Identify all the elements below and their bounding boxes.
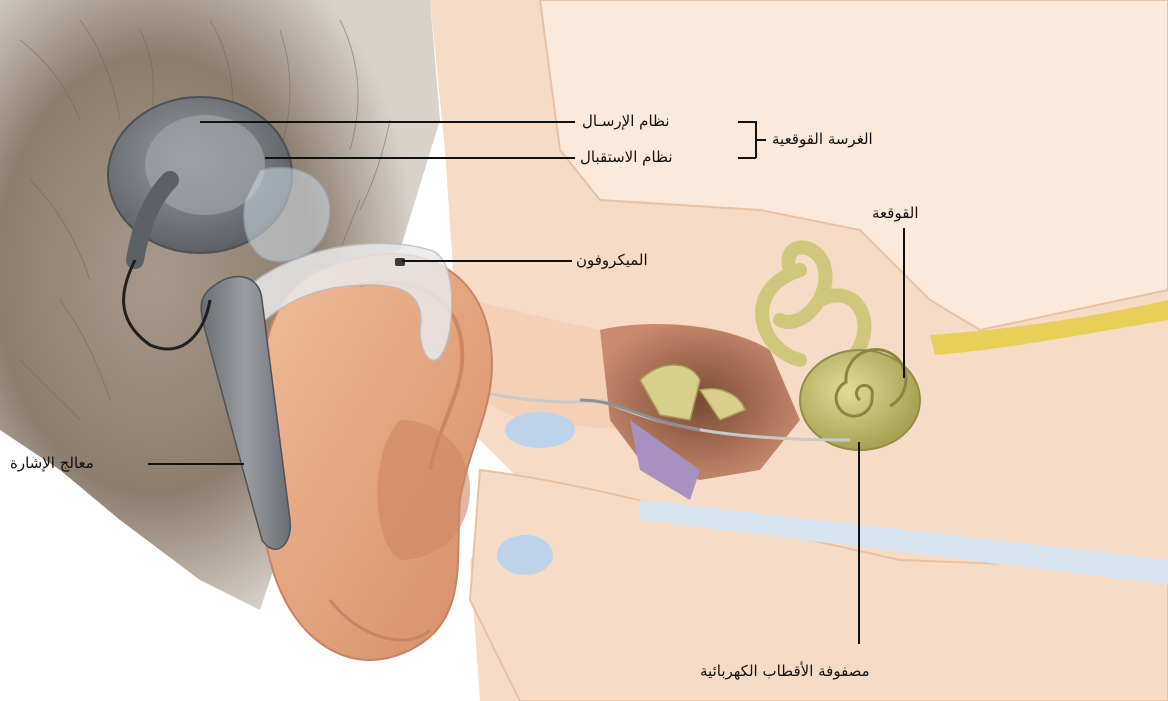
fluid-space-1 xyxy=(505,412,575,448)
leader-microphone xyxy=(402,260,572,262)
fluid-space-2 xyxy=(497,535,553,575)
leader-electrode-array xyxy=(858,442,860,644)
leader-signal-processor xyxy=(148,463,244,465)
bracket-top xyxy=(738,121,756,123)
leader-transmitter xyxy=(200,121,575,123)
label-transmitter: نظام الإرسـال xyxy=(582,111,670,131)
label-receiver: نظام الاستقبال xyxy=(580,147,673,167)
label-microphone: الميكروفون xyxy=(576,250,648,270)
leader-receiver xyxy=(265,157,575,159)
leader-cochlea xyxy=(903,228,905,378)
label-signal-processor: معالج الإشارة xyxy=(10,453,94,473)
label-cochlea: القوقعة xyxy=(872,203,919,223)
bracket-bottom xyxy=(738,157,756,159)
label-cochlear-implant: الغرسة القوقعية xyxy=(772,129,873,149)
bracket-stem xyxy=(756,139,766,141)
label-electrode-array: مصفوفة الأقطاب الكهربائية xyxy=(700,661,870,681)
